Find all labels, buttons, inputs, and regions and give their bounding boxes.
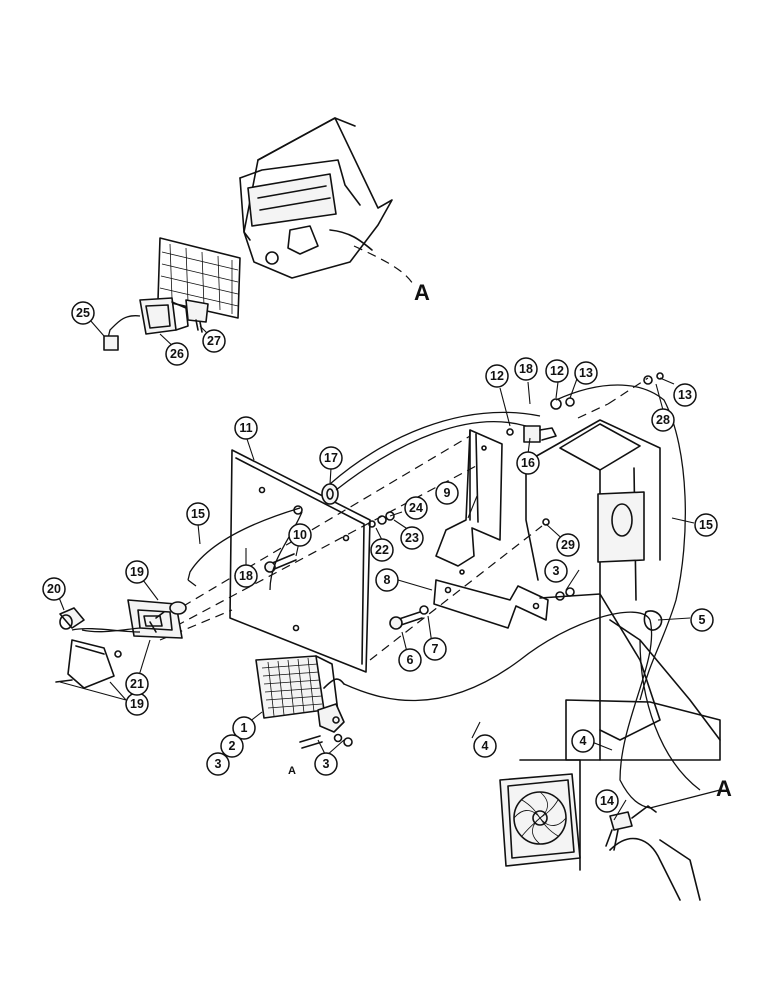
- hardware-washers-nuts: [368, 372, 664, 615]
- svg-text:28: 28: [656, 413, 670, 427]
- leader-lines: [55, 311, 695, 821]
- wire-clip: [523, 425, 557, 443]
- callout-15: 15: [186, 502, 210, 526]
- rocker-switch-assembly: [103, 297, 209, 351]
- cooling-fan: [499, 773, 581, 867]
- svg-text:12: 12: [550, 364, 564, 378]
- callout-26: 26: [165, 342, 189, 366]
- svg-text:10: 10: [293, 528, 307, 542]
- license-plate-lamp: [55, 599, 187, 689]
- svg-text:17: 17: [324, 451, 338, 465]
- callout-17: 17: [319, 446, 343, 470]
- svg-text:29: 29: [561, 538, 575, 552]
- callout-29: 29: [556, 533, 580, 557]
- mounting-bracket-lower: [433, 579, 549, 629]
- svg-text:16: 16: [521, 456, 535, 470]
- callout-23: 23: [400, 526, 424, 550]
- wiring-harnesses: [81, 384, 721, 809]
- reference-letters: A A A: [288, 280, 732, 801]
- callout-14: 14: [595, 789, 619, 813]
- svg-text:1: 1: [241, 721, 248, 735]
- svg-text:14: 14: [600, 794, 614, 808]
- callout-13: 13: [673, 383, 697, 407]
- callout-10: 10: [288, 523, 312, 547]
- callout-12: 12: [545, 359, 569, 383]
- svg-text:6: 6: [407, 653, 414, 667]
- svg-text:3: 3: [323, 757, 330, 771]
- callout-13: 13: [574, 361, 598, 385]
- svg-text:2: 2: [229, 739, 236, 753]
- callout-3: 3: [314, 752, 338, 776]
- callout-3: 3: [544, 559, 568, 583]
- callout-1: 1: [232, 716, 256, 740]
- callout-20: 20: [42, 577, 66, 601]
- callout-15: 15: [694, 513, 718, 537]
- svg-text:24: 24: [409, 501, 423, 515]
- reference-letter-a-top: A: [414, 280, 430, 305]
- callout-9: 9: [435, 481, 459, 505]
- svg-text:4: 4: [482, 739, 489, 753]
- license-plate-bracket: [229, 449, 371, 673]
- callout-18: 18: [514, 357, 538, 381]
- svg-text:20: 20: [47, 582, 61, 596]
- svg-text:18: 18: [239, 569, 253, 583]
- svg-text:15: 15: [699, 518, 713, 532]
- callout-16: 16: [516, 451, 540, 475]
- alignment-lines: [159, 245, 649, 661]
- callout-27: 27: [202, 329, 226, 353]
- grommet: [321, 483, 339, 505]
- callout-25: 25: [71, 301, 95, 325]
- callout-22: 22: [370, 538, 394, 562]
- svg-text:11: 11: [239, 421, 252, 435]
- svg-text:13: 13: [678, 388, 692, 402]
- callout-19: 19: [125, 560, 149, 584]
- callout-8: 8: [375, 568, 399, 592]
- callout-19: 19: [125, 692, 149, 716]
- svg-text:21: 21: [130, 677, 144, 691]
- callout-18: 18: [234, 564, 258, 588]
- callout-6: 6: [398, 648, 422, 672]
- svg-text:23: 23: [405, 531, 419, 545]
- svg-text:5: 5: [699, 613, 706, 627]
- callout-2: 2: [220, 734, 244, 758]
- callout-12: 12: [485, 364, 509, 388]
- callouts: 1 2 3 3 3 4 4 5 6 7 8 9 10 11 12 12 13 1…: [42, 301, 718, 813]
- svg-text:26: 26: [170, 347, 184, 361]
- mounting-bracket-upper: [435, 429, 503, 575]
- reference-letter-a-small: A: [288, 765, 296, 777]
- svg-text:9: 9: [444, 486, 451, 500]
- callout-11: 11: [234, 416, 258, 440]
- svg-text:18: 18: [519, 362, 533, 376]
- svg-text:3: 3: [215, 757, 222, 771]
- svg-text:8: 8: [384, 573, 391, 587]
- svg-text:27: 27: [207, 334, 221, 348]
- reference-letter-a-right: A: [716, 776, 732, 801]
- svg-text:13: 13: [579, 366, 593, 380]
- callout-24: 24: [404, 496, 428, 520]
- callout-4: 4: [571, 729, 595, 753]
- svg-text:22: 22: [375, 543, 389, 557]
- svg-text:25: 25: [76, 306, 90, 320]
- work-lamp: [255, 655, 353, 749]
- svg-text:4: 4: [580, 734, 587, 748]
- callout-4: 4: [473, 734, 497, 758]
- switch-panel: [157, 237, 241, 319]
- svg-text:12: 12: [490, 369, 504, 383]
- svg-text:3: 3: [553, 564, 560, 578]
- bolts: [264, 553, 423, 630]
- callout-21: 21: [125, 672, 149, 696]
- cable-tie: [643, 610, 663, 631]
- svg-text:19: 19: [130, 565, 144, 579]
- svg-text:7: 7: [432, 642, 439, 656]
- callout-28: 28: [651, 408, 675, 432]
- callout-7: 7: [423, 637, 447, 661]
- svg-text:15: 15: [191, 507, 205, 521]
- callout-3: 3: [206, 752, 230, 776]
- dashboard-console: [239, 117, 393, 279]
- callout-5: 5: [690, 608, 714, 632]
- loader-frame: [519, 419, 721, 901]
- svg-text:19: 19: [130, 697, 144, 711]
